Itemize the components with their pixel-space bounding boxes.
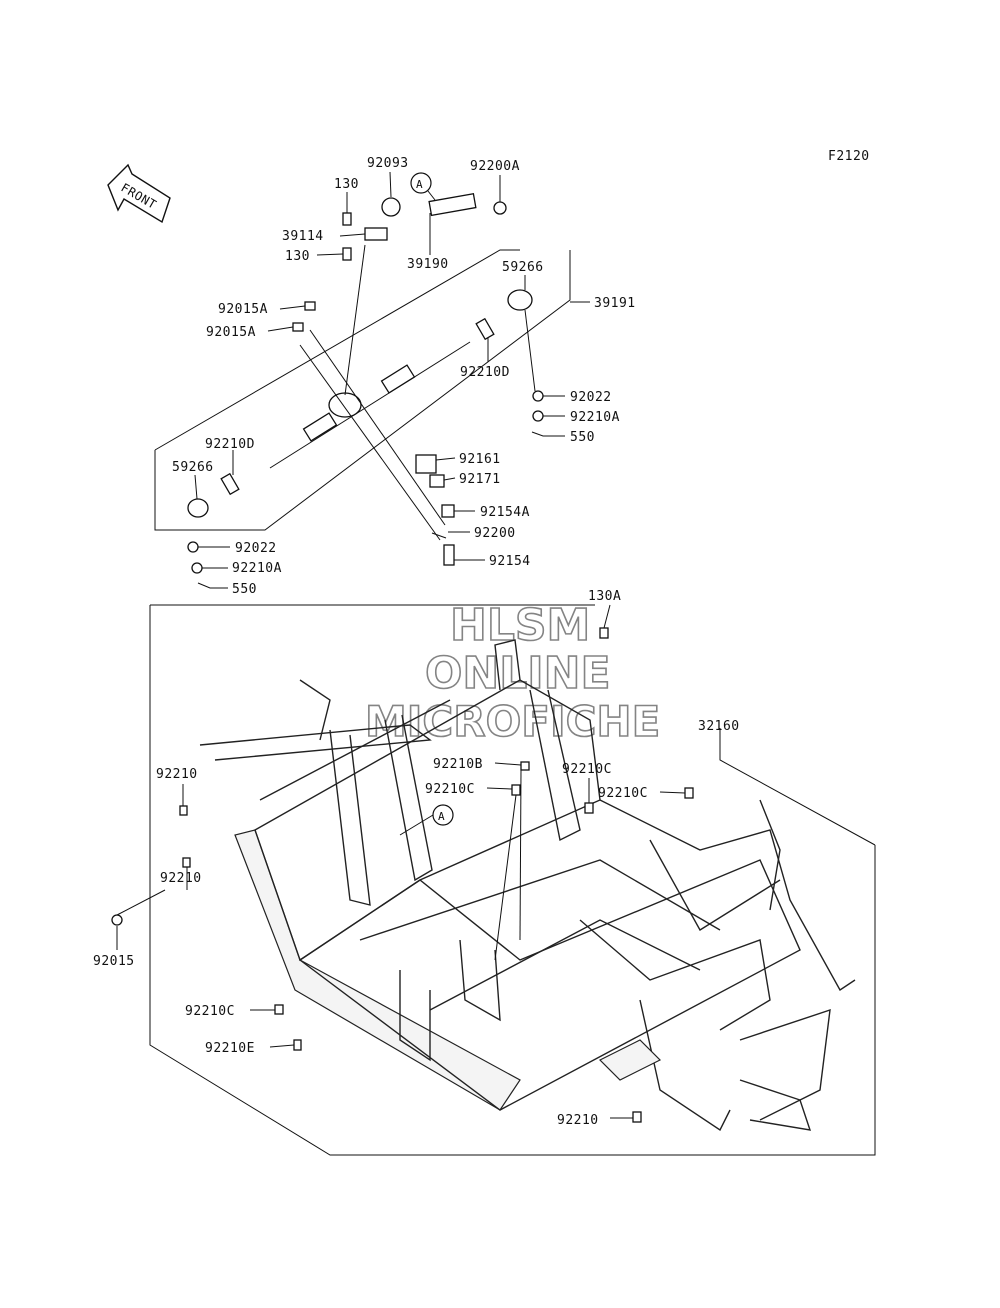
front-arrow-icon: FRONT	[107, 163, 171, 224]
part-label-130a: 130A	[588, 589, 621, 604]
callout-a-top: A	[410, 172, 432, 194]
part-label-92022-left: 92022	[235, 541, 277, 556]
frame-fasteners	[111, 627, 694, 1123]
part-label-92210d-right: 92210D	[460, 365, 510, 380]
part-label-92210-1: 92210	[156, 767, 198, 782]
part-labels: 92093 92200A 130 39114 130 39190 59266 3…	[93, 156, 740, 1128]
part-label-92154a: 92154A	[480, 505, 530, 520]
part-label-92210c-1: 92210C	[425, 782, 475, 797]
part-label-130-mid: 130	[285, 249, 310, 264]
part-label-92210b: 92210B	[433, 757, 483, 772]
part-label-39114: 39114	[282, 229, 324, 244]
part-label-550-left: 550	[232, 582, 257, 597]
part-label-92210c-4: 92210C	[185, 1004, 235, 1019]
leader-lines	[116, 171, 721, 1119]
part-label-92210e: 92210E	[205, 1041, 255, 1056]
frame-group-outline-right	[719, 735, 876, 846]
callout-a-frame-label: A	[438, 810, 445, 823]
part-label-92210a-right: 92210A	[570, 410, 620, 425]
part-label-39190: 39190	[407, 257, 449, 272]
vehicle-frame	[199, 639, 856, 1132]
steering-group-outline	[154, 250, 571, 531]
steering-rack	[269, 244, 471, 566]
part-label-92161: 92161	[459, 452, 501, 467]
part-label-92210-3: 92210	[557, 1113, 599, 1128]
figure-code: F2120	[828, 149, 870, 164]
callout-a-frame: A	[399, 804, 454, 836]
part-label-92171: 92171	[459, 472, 501, 487]
part-label-92210a-left: 92210A	[232, 561, 282, 576]
part-label-32160: 32160	[698, 719, 740, 734]
watermark-line-1: HLSM	[450, 600, 590, 651]
part-label-550-right: 550	[570, 430, 595, 445]
watermark: HLSM ONLINE MICROFICHE	[364, 599, 661, 747]
part-label-92210d-left: 92210D	[205, 437, 255, 452]
part-label-92015: 92015	[93, 954, 135, 969]
part-label-92200: 92200	[474, 526, 516, 541]
part-label-59266-right: 59266	[502, 260, 544, 275]
part-label-39191: 39191	[594, 296, 636, 311]
part-label-92015a-1: 92015A	[218, 302, 268, 317]
part-label-92022-right: 92022	[570, 390, 612, 405]
part-label-130-top: 130	[334, 177, 359, 192]
part-label-92210c-2: 92210C	[562, 762, 612, 777]
part-label-92210-2: 92210	[160, 871, 202, 886]
part-label-59266-left: 59266	[172, 460, 214, 475]
part-label-92015a-2: 92015A	[206, 325, 256, 340]
part-label-92093: 92093	[367, 156, 409, 171]
watermark-line-3: MICROFICHE	[365, 697, 660, 746]
part-label-92210c-3: 92210C	[598, 786, 648, 801]
part-label-92200a: 92200A	[470, 159, 520, 174]
steering-group-outline-top	[154, 249, 520, 451]
callout-a-top-label: A	[416, 178, 423, 191]
watermark-line-2: ONLINE	[425, 648, 611, 699]
part-label-92154: 92154	[489, 554, 531, 569]
